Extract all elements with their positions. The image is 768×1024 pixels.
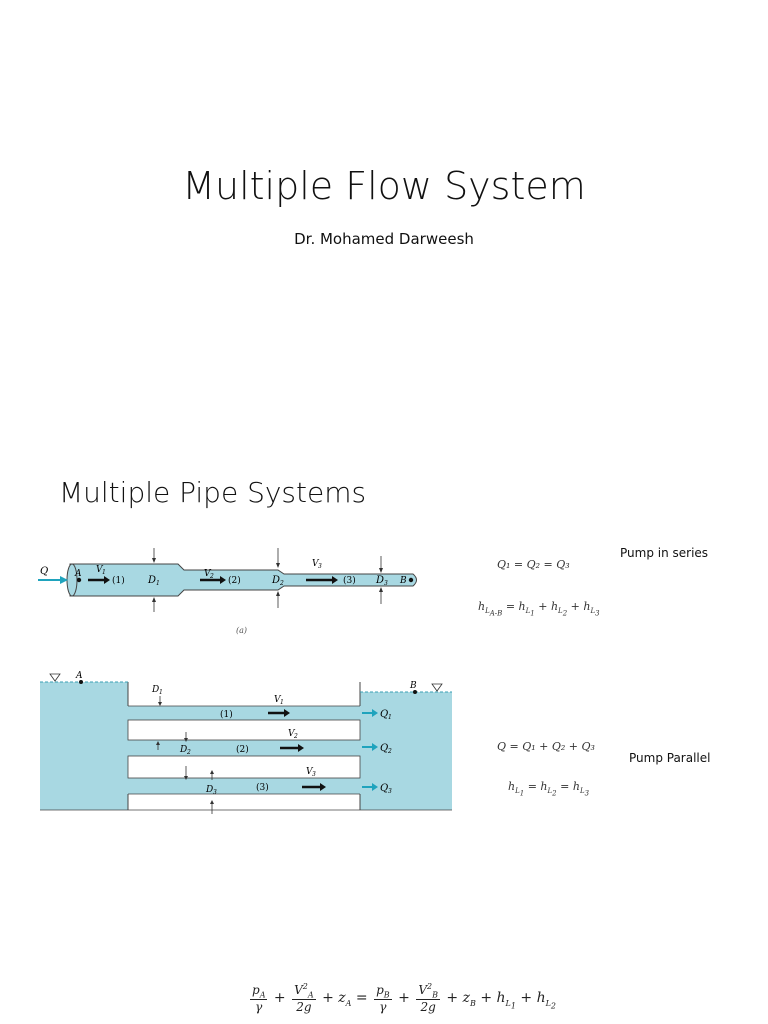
a-label: A	[75, 671, 83, 681]
svg-text:1: 1	[156, 580, 160, 587]
svg-text:1: 1	[159, 689, 163, 696]
right-water-level-icon	[431, 683, 443, 692]
parallel-flow-equation: Q = Q₁ + Q₂ + Q₃	[497, 740, 595, 753]
parallel-headloss-equation: hL1 = hL2 = hL3	[508, 780, 590, 798]
svg-text:3: 3	[312, 771, 316, 778]
svg-text:3: 3	[384, 580, 388, 587]
inlet-flow-arrow	[60, 576, 68, 584]
left-reservoir	[40, 682, 128, 810]
v2-label: V	[288, 729, 296, 739]
svg-text:1: 1	[388, 714, 392, 721]
page-title: Multiple Flow System	[182, 164, 586, 208]
svg-text:2: 2	[387, 748, 392, 755]
d2-label: D	[271, 575, 280, 586]
left-water-level-icon	[49, 673, 61, 682]
pipe-3-label: (3)	[343, 575, 356, 586]
pipe-1-label: (1)	[112, 575, 125, 586]
d3-label: D	[375, 575, 384, 586]
q1-label: Q	[380, 709, 388, 720]
v2-label: V	[204, 569, 212, 579]
d3-label: D	[205, 785, 213, 795]
v3-label: V	[312, 559, 320, 569]
v1-label: V	[96, 565, 104, 575]
v3-label: V	[306, 767, 314, 777]
pump-in-series-label: Pump in series	[620, 546, 709, 560]
pump-parallel-label: Pump Parallel	[629, 751, 711, 765]
svg-text:1: 1	[102, 569, 106, 576]
figure-caption: (a)	[236, 626, 247, 635]
separator-wall-1	[127, 719, 361, 741]
series-flow-equation: Q₁ = Q₂ = Q₃	[497, 558, 570, 571]
q2-label: Q	[380, 743, 388, 754]
right-reservoir	[360, 692, 452, 810]
svg-text:1: 1	[280, 699, 284, 706]
pipe-1-label: (1)	[220, 709, 233, 720]
b-label: B	[409, 681, 417, 691]
series-pipe-body	[69, 563, 417, 597]
slide-title: Multiple Pipe Systems	[59, 476, 367, 509]
a-label: A	[74, 569, 82, 579]
point-a	[76, 577, 82, 583]
pipe-2-label: (2)	[228, 575, 241, 586]
point-b	[408, 577, 414, 583]
b-label: B	[399, 576, 407, 586]
pipe-3-label: (3)	[256, 782, 269, 793]
series-headloss-equation: hLA-B = hL1 + hL2 + hL3	[478, 600, 600, 618]
svg-text:2: 2	[293, 733, 298, 740]
separator-wall-2	[127, 755, 361, 779]
svg-text:3: 3	[213, 789, 217, 796]
q3-label: Q	[380, 783, 388, 794]
q-label: Q	[40, 566, 48, 577]
svg-text:2: 2	[209, 573, 214, 580]
author-subtitle: Dr. Mohamed Darweesh	[294, 230, 474, 248]
pipe-2-label: (2)	[236, 744, 249, 755]
svg-text:3: 3	[318, 563, 322, 570]
d1-label: D	[147, 575, 156, 586]
d1-label: D	[151, 685, 159, 695]
v1-label: V	[274, 695, 282, 705]
svg-text:2: 2	[186, 749, 191, 756]
svg-text:3: 3	[388, 788, 392, 795]
d2-label: D	[179, 745, 187, 755]
svg-text:2: 2	[279, 580, 284, 587]
